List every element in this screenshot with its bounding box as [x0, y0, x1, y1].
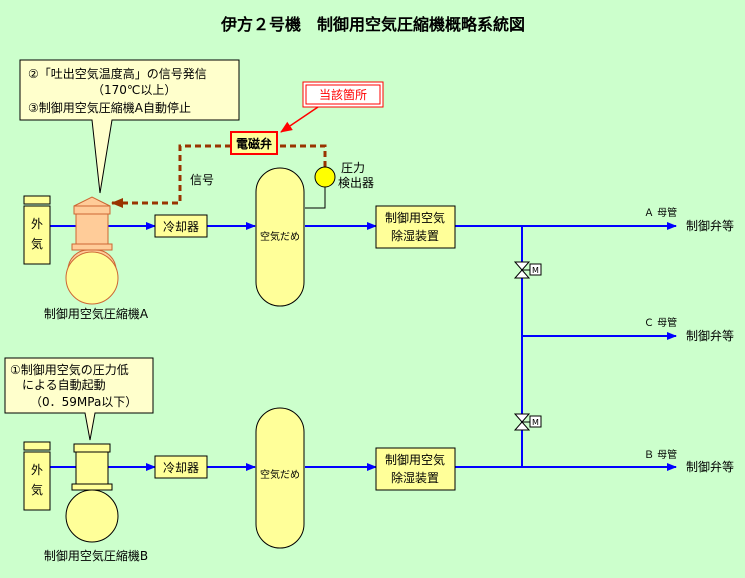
dryer-b-label-1: 制御用空気 [385, 452, 445, 467]
compressor-a-label: 制御用空気圧縮機A [44, 306, 149, 321]
dryer-a: 制御用空気 除湿装置 [375, 205, 456, 249]
outside-air-a-label-1: 外 [31, 217, 43, 231]
dryer-a-label-2: 除湿装置 [391, 228, 439, 243]
air-receiver-b-label: 空気だめ [260, 468, 300, 481]
dryer-a-label-1: 制御用空気 [385, 210, 445, 225]
target-location-box: 当該箇所 [302, 81, 384, 108]
outside-air-b-label-1: 外 [31, 463, 43, 477]
outside-air-b: 外 気 [23, 441, 51, 511]
callout-b-line3: （0．59MPa以下） [30, 395, 137, 409]
callout-b-line1: ①制御用空気の圧力低 [10, 362, 129, 377]
pipes [50, 222, 677, 471]
air-receiver-b: 空気だめ [255, 407, 305, 549]
callout-a-line1: ②「吐出空気温度高」の信号発信 [28, 66, 207, 81]
cooler-a: 冷却器 [154, 214, 208, 238]
compressor-a [65, 196, 119, 305]
outside-air-a: 外 気 [23, 195, 51, 265]
dryer-b-label-2: 除湿装置 [391, 470, 439, 485]
callout-a-line3: ③制御用空気圧縮機A自動停止 [28, 100, 191, 115]
target-arrow [280, 106, 319, 133]
header-c-label: Ｃ 母管 [644, 316, 677, 329]
motor-valve-lower-m: M [532, 418, 539, 427]
destination-b: 制御弁等 [686, 459, 734, 474]
header-b-label: Ｂ 母管 [644, 448, 677, 461]
compressor-b-label: 制御用空気圧縮機B [44, 548, 148, 563]
destination-a: 制御弁等 [686, 218, 734, 233]
air-receiver-a: 空気だめ [255, 167, 305, 307]
callout-b: ①制御用空気の圧力低 による自動起動 （0．59MPa以下） [4, 357, 154, 441]
dryer-b: 制御用空気 除湿装置 [375, 447, 456, 491]
diagram-title: 伊方２号機 制御用空気圧縮機概略系統図 [220, 15, 525, 34]
pressure-detector-label-1: 圧力 [341, 161, 365, 175]
pressure-detector: 圧力 検出器 [305, 161, 374, 209]
cooler-b-label: 冷却器 [163, 461, 199, 475]
solenoid-valve-label: 電磁弁 [236, 136, 272, 151]
compressor-b [65, 443, 119, 543]
cooler-a-label: 冷却器 [163, 220, 199, 234]
target-location-label: 当該箇所 [319, 87, 367, 102]
callout-b-line2: による自動起動 [22, 378, 106, 392]
solenoid-valve: 電磁弁 [230, 131, 278, 155]
signal-line [111, 144, 327, 208]
pressure-detector-label-2: 検出器 [338, 176, 374, 190]
motor-valve-lower: M [513, 413, 542, 431]
header-a-label: Ａ 母管 [644, 206, 677, 219]
callout-a-line2: （170℃以上） [92, 83, 176, 97]
air-receiver-a-label: 空気だめ [260, 230, 300, 243]
callout-a: ②「吐出空気温度高」の信号発信 （170℃以上） ③制御用空気圧縮機A自動停止 [19, 59, 240, 194]
cooler-b: 冷却器 [154, 455, 208, 479]
motor-valve-upper: M [513, 261, 542, 279]
outside-air-b-label-2: 気 [31, 482, 43, 497]
signal-label: 信号 [190, 173, 214, 187]
motor-valve-upper-m: M [532, 266, 539, 275]
destination-c: 制御弁等 [686, 328, 734, 343]
outside-air-a-label-2: 気 [31, 236, 43, 251]
